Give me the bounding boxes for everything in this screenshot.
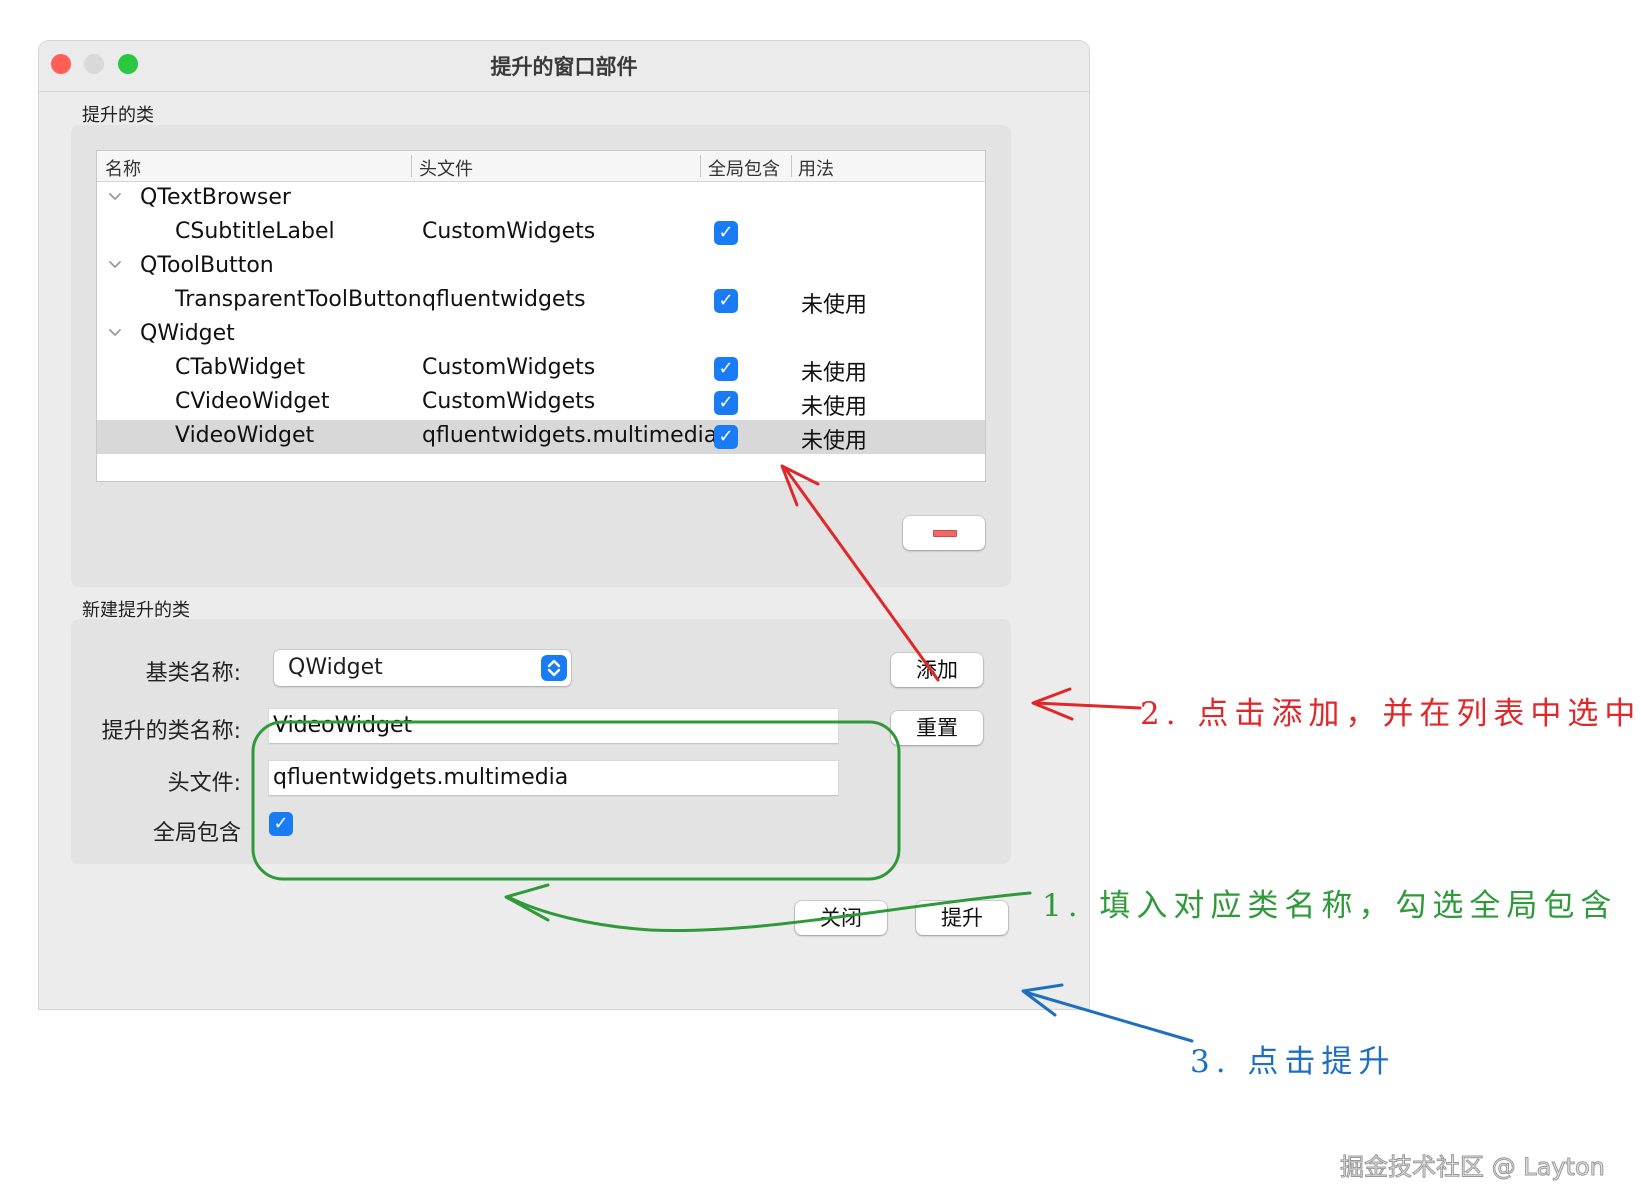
table-group-row[interactable]: QToolButton bbox=[97, 250, 985, 284]
reset-button[interactable]: 重置 bbox=[891, 711, 983, 745]
global-include-checkbox[interactable]: ✓ bbox=[714, 357, 738, 381]
table-header: 名称 头文件 全局包含 用法 bbox=[97, 151, 985, 182]
column-separator bbox=[791, 155, 792, 177]
step3-arrow bbox=[1023, 990, 1194, 1043]
global-include-label: 全局包含 bbox=[152, 821, 241, 846]
watermark: 掘金技术社区 @ Layton bbox=[1340, 1153, 1606, 1182]
header-file-cell: CustomWidgets bbox=[422, 355, 596, 380]
close-window-button[interactable] bbox=[51, 54, 71, 74]
new-promoted-class-group: 基类名称: QWidget 提升的类名称: VideoWidget 头文件: q… bbox=[71, 619, 1011, 864]
step2-arrowhead bbox=[1031, 687, 1074, 721]
group-name: QTextBrowser bbox=[140, 185, 291, 210]
usage-cell: 未使用 bbox=[801, 293, 868, 318]
column-separator bbox=[700, 155, 701, 177]
class-name-cell: VideoWidget bbox=[175, 423, 315, 448]
step2-select-arrowhead bbox=[780, 464, 820, 507]
class-name-label: 提升的类名称: bbox=[101, 719, 241, 744]
global-include-checkbox[interactable]: ✓ bbox=[714, 391, 738, 415]
zoom-window-button[interactable] bbox=[118, 54, 138, 74]
usage-cell: 未使用 bbox=[801, 361, 868, 386]
header-file-label: 头文件: bbox=[167, 771, 241, 796]
step3-arrowhead bbox=[1021, 983, 1064, 1017]
table-group-row[interactable]: QWidget bbox=[97, 318, 985, 352]
chevron-down-icon[interactable] bbox=[107, 188, 123, 208]
header-file-field[interactable]: qfluentwidgets.multimedia bbox=[269, 761, 838, 796]
base-class-select[interactable]: QWidget bbox=[274, 650, 571, 686]
class-name-cell: TransparentToolButton bbox=[175, 287, 422, 312]
header-file-cell: qfluentwidgets bbox=[422, 287, 586, 312]
usage-cell: 未使用 bbox=[801, 429, 868, 454]
table-row[interactable]: CTabWidget CustomWidgets ✓ 未使用 bbox=[97, 352, 985, 386]
step1-arrow bbox=[506, 891, 1032, 933]
global-include-checkbox[interactable]: ✓ bbox=[714, 289, 738, 313]
highlight-outline bbox=[251, 720, 901, 881]
promoted-classes-label: 提升的类 bbox=[82, 105, 154, 126]
table-row[interactable]: VideoWidget qfluentwidgets.multimedia✓ 未使用 bbox=[97, 420, 985, 454]
annotation-step3: 3. 点击提升 bbox=[1190, 1044, 1396, 1080]
global-include-checkbox[interactable]: ✓ bbox=[714, 425, 738, 449]
minus-icon bbox=[933, 530, 957, 537]
column-header-global-include[interactable]: 全局包含 bbox=[708, 159, 780, 180]
column-header-name[interactable]: 名称 bbox=[105, 159, 141, 180]
minimize-window-button[interactable] bbox=[84, 54, 104, 74]
remove-class-button[interactable] bbox=[903, 516, 985, 550]
group-name: QToolButton bbox=[140, 253, 274, 278]
header-file-cell: qfluentwidgets.multimedia bbox=[422, 423, 718, 448]
column-header-usage[interactable]: 用法 bbox=[798, 159, 834, 180]
window-title: 提升的窗口部件 bbox=[490, 55, 638, 79]
step1-arrowhead bbox=[504, 883, 550, 922]
header-file-cell: CustomWidgets bbox=[422, 389, 596, 414]
title-bar: 提升的窗口部件 bbox=[39, 41, 1089, 92]
base-class-label: 基类名称: bbox=[145, 661, 241, 686]
global-include-checkbox[interactable]: ✓ bbox=[714, 221, 738, 245]
chevron-down-icon[interactable] bbox=[107, 256, 123, 276]
class-name-field[interactable]: VideoWidget bbox=[269, 709, 838, 744]
promote-button[interactable]: 提升 bbox=[916, 901, 1008, 935]
new-promoted-class-label: 新建提升的类 bbox=[82, 600, 190, 621]
annotation-step1: 1. 填入对应类名称，勾选全局包含 bbox=[1042, 888, 1618, 924]
class-name-cell: CSubtitleLabel bbox=[175, 219, 335, 244]
updown-chevron-icon bbox=[541, 655, 567, 681]
step2-select-arrow-shadow bbox=[789, 473, 939, 681]
header-file-cell: CustomWidgets bbox=[422, 219, 596, 244]
annotation-step2: 2. 点击添加，并在列表中选中 bbox=[1140, 696, 1641, 732]
column-header-header-file[interactable]: 头文件 bbox=[419, 159, 473, 180]
class-name-cell: CTabWidget bbox=[175, 355, 306, 380]
usage-cell: 未使用 bbox=[801, 395, 868, 420]
column-separator bbox=[411, 155, 412, 177]
base-class-value: QWidget bbox=[288, 655, 383, 680]
chevron-down-icon[interactable] bbox=[107, 324, 123, 344]
class-name-cell: CVideoWidget bbox=[175, 389, 330, 414]
step2-arrow bbox=[1033, 701, 1142, 710]
table-group-row[interactable]: QTextBrowser bbox=[97, 182, 985, 216]
table-row[interactable]: CSubtitleLabel CustomWidgets ✓ bbox=[97, 216, 985, 250]
group-name: QWidget bbox=[140, 321, 235, 346]
global-include-checkbox[interactable]: ✓ bbox=[269, 812, 293, 836]
table-row[interactable]: CVideoWidget CustomWidgets ✓ 未使用 bbox=[97, 386, 985, 420]
